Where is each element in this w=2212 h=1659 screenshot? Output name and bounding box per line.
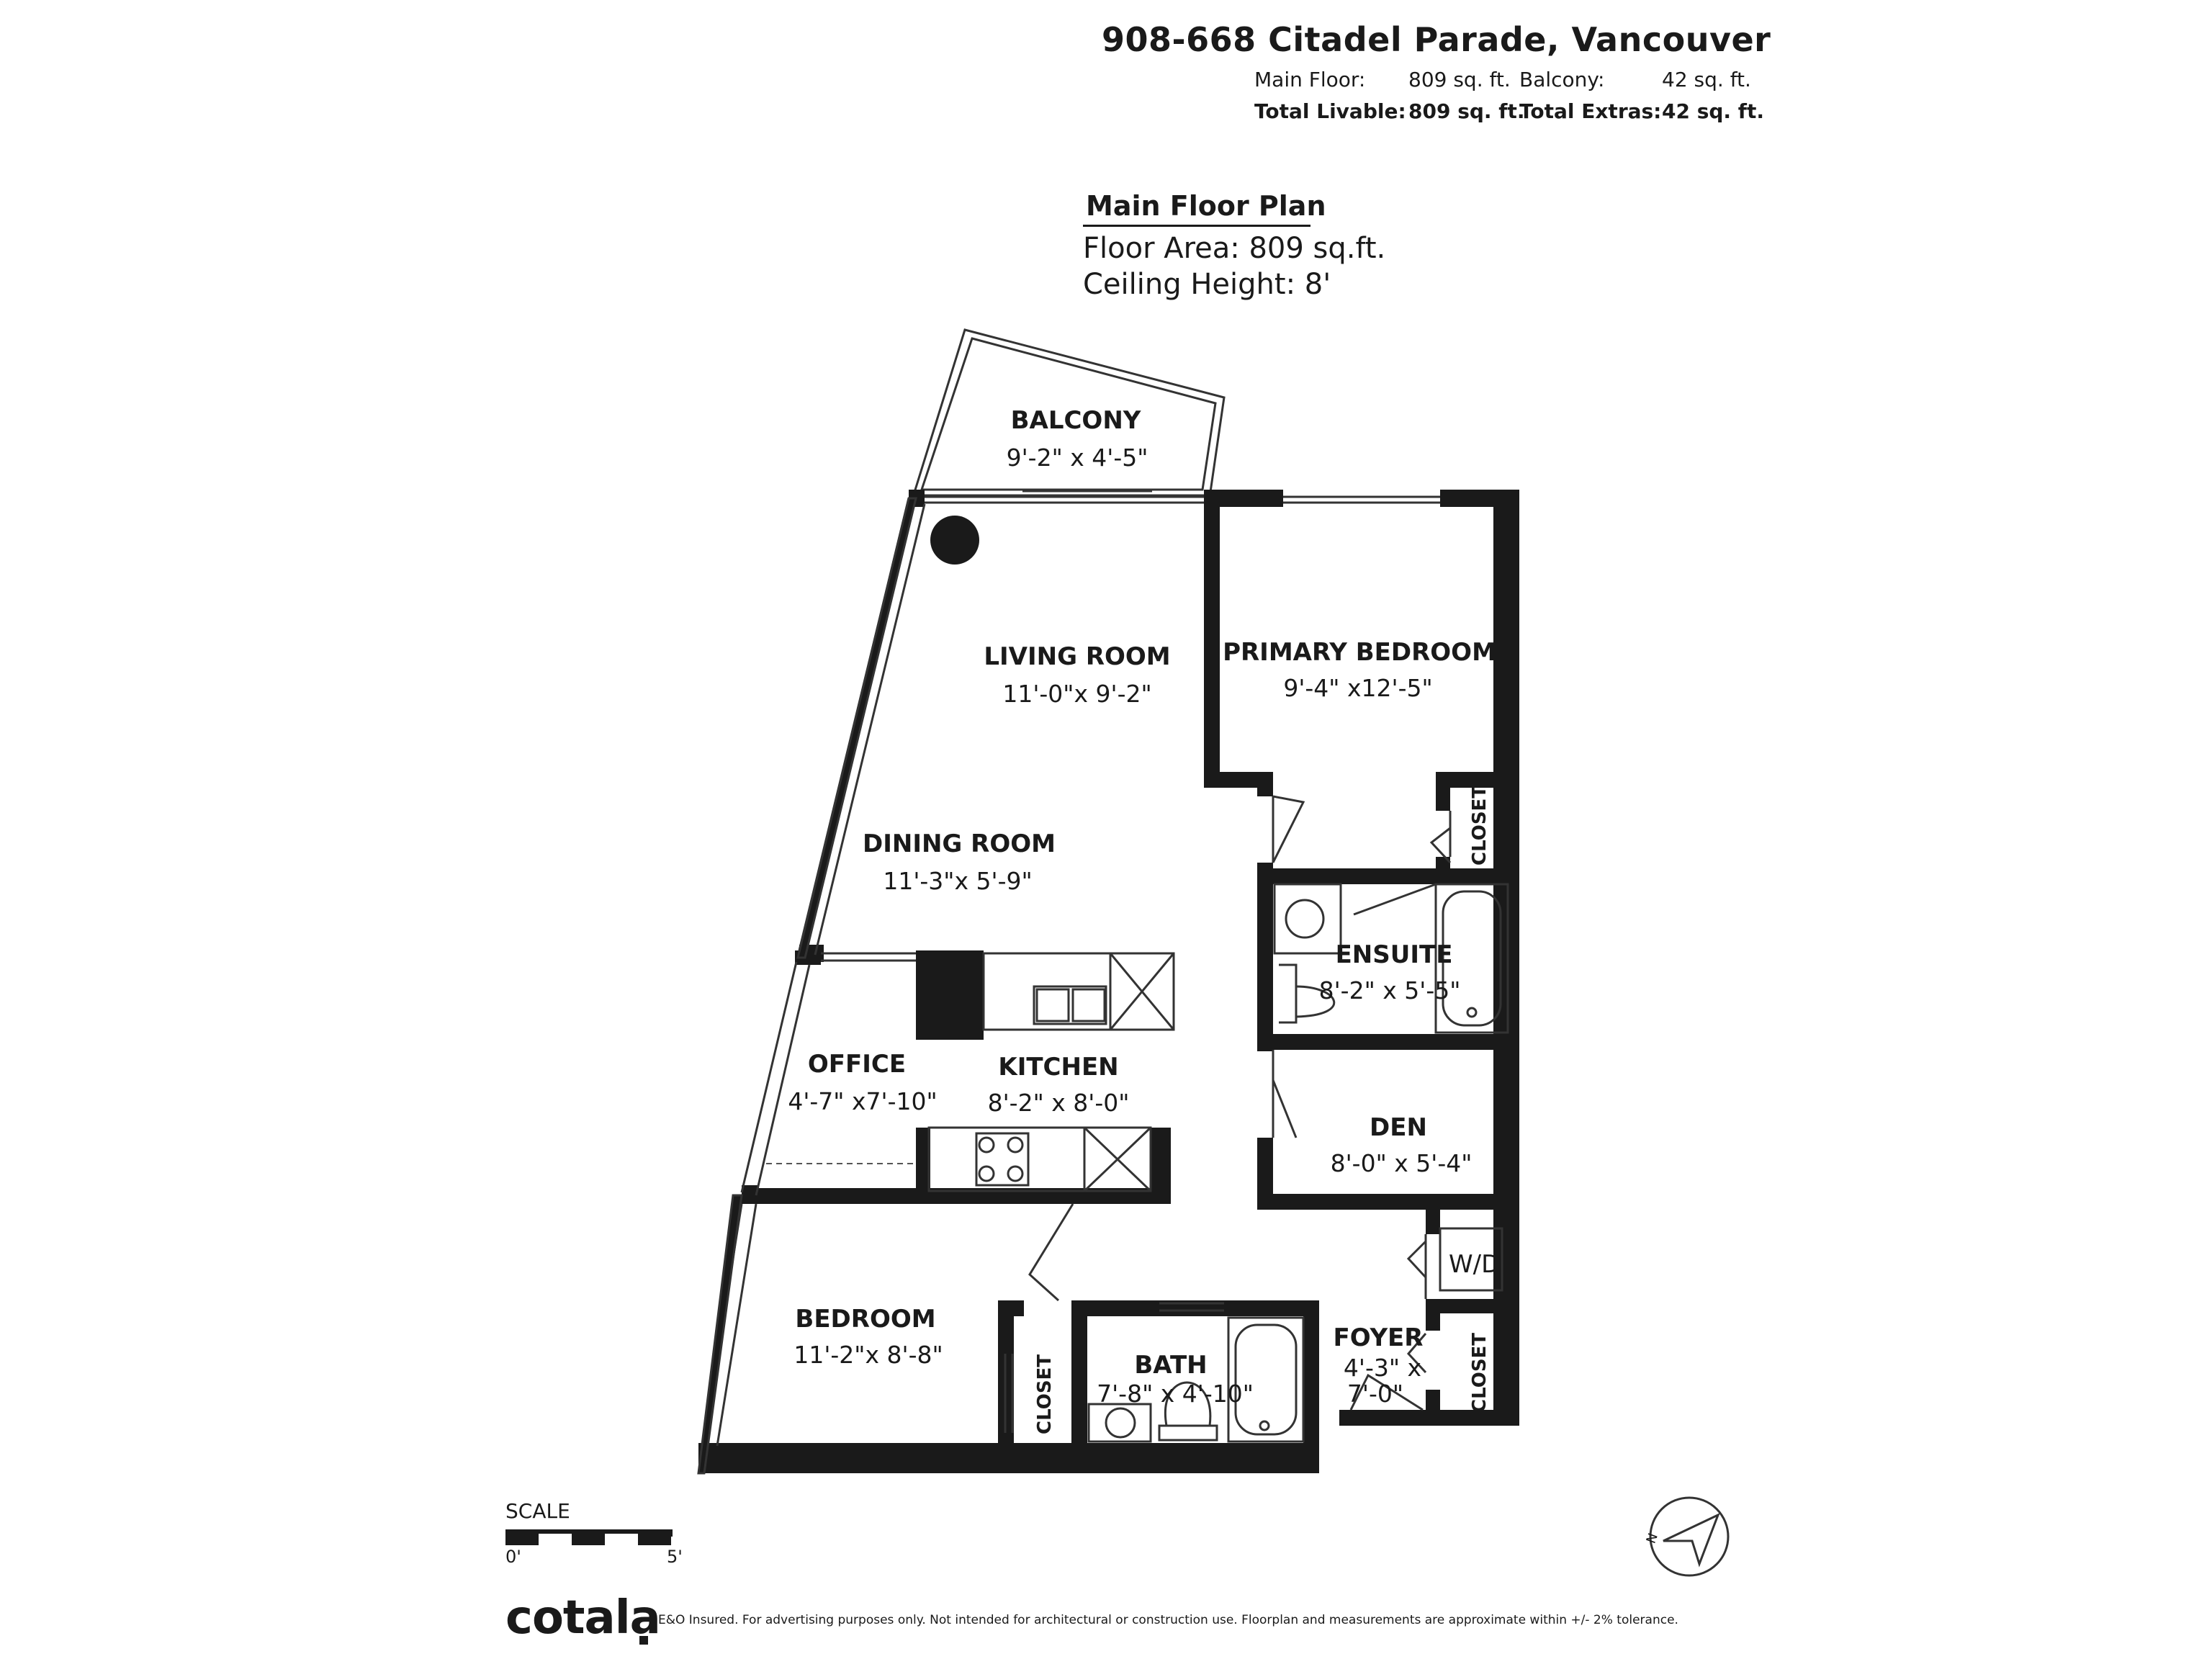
logo-mark-icon <box>639 1636 648 1645</box>
main-floor-value: 809 sq. ft. <box>1408 68 1511 91</box>
total-extras-label: Total Extras: <box>1519 99 1662 123</box>
balcony-area-value: 42 sq. ft. <box>1662 68 1751 91</box>
foyer-closet-label: CLOSET <box>1469 1332 1491 1413</box>
den-dims: 8'-0" x 5'-4" <box>1330 1149 1473 1177</box>
total-livable-value: 809 sq. ft. <box>1408 99 1525 123</box>
ensuite-dims: 8'-2" x 5'-5" <box>1318 976 1461 1004</box>
scale-end: 5' <box>667 1547 683 1567</box>
foyer-dims-line2: 7'-0" <box>1346 1380 1404 1408</box>
primary-bedroom-name: PRIMARY BEDROOM <box>1223 638 1496 667</box>
dining-room-name: DINING ROOM <box>863 830 1056 858</box>
closet-doors <box>1004 1354 1014 1433</box>
walls <box>698 490 1519 1473</box>
north-compass-icon <box>1649 1496 1730 1577</box>
total-extras-value: 42 sq. ft. <box>1662 99 1765 123</box>
balcony-area-label: Balcony: <box>1519 68 1605 91</box>
foyer-dims-line1: 4'-3" x <box>1343 1354 1422 1382</box>
floor-area: Floor Area: 809 sq.ft. <box>1083 232 1386 265</box>
brand-logo: cotala <box>505 1591 661 1645</box>
dining-room-dims: 11'-3"x 5'-9" <box>883 867 1033 895</box>
bath-name: BATH <box>1134 1351 1208 1380</box>
door-swings <box>1028 795 1452 1411</box>
office-dims: 4'-7" x7'-10" <box>788 1087 938 1115</box>
foyer-name: FOYER <box>1333 1323 1424 1352</box>
scale-start: 0' <box>505 1547 521 1567</box>
bedroom-name: BEDROOM <box>795 1305 936 1334</box>
den-name: DEN <box>1370 1113 1427 1142</box>
scale-bar <box>505 1529 673 1545</box>
living-room-name: LIVING ROOM <box>984 642 1171 671</box>
kitchen-dims: 8'-2" x 8'-0" <box>987 1089 1130 1117</box>
total-livable-label: Total Livable: <box>1254 99 1406 123</box>
bedroom-closet-label: CLOSET <box>1034 1354 1056 1434</box>
ensuite-name: ENSUITE <box>1335 940 1453 969</box>
disclaimer: E&O Insured. For advertising purposes on… <box>658 1613 1678 1627</box>
ensuite-fixtures <box>1273 883 1509 1034</box>
structural-column <box>930 516 979 565</box>
primary-bedroom-dims: 9'-4" x12'-5" <box>1283 674 1433 702</box>
washer-dryer-unit <box>1439 1227 1503 1292</box>
bath-fixtures <box>1087 1302 1305 1443</box>
bedroom-dims: 11'-2"x 8'-8" <box>793 1341 943 1369</box>
windows <box>821 490 1440 962</box>
kitchen-name: KITCHEN <box>998 1053 1119 1082</box>
scale-label: SCALE <box>505 1499 570 1523</box>
balcony-name: BALCONY <box>1010 406 1141 435</box>
plan-title-underline <box>1083 225 1310 227</box>
kitchen-fixtures <box>927 952 1175 1192</box>
washer-dryer-label: W/D <box>1449 1250 1501 1279</box>
primary-closet-label: CLOSET <box>1469 785 1491 866</box>
main-floor-label: Main Floor: <box>1254 68 1366 91</box>
listing-address: 908-668 Citadel Parade, Vancouver <box>1102 20 1771 59</box>
balcony-dims: 9'-2" x 4'-5" <box>1006 444 1148 472</box>
plan-title: Main Floor Plan <box>1086 190 1326 222</box>
exterior-window-wall <box>697 497 926 1475</box>
bath-dims: 7'-8" x 4'-10" <box>1097 1380 1254 1408</box>
living-room-dims: 11'-0"x 9'-2" <box>1002 680 1152 708</box>
office-name: OFFICE <box>807 1050 907 1079</box>
ceiling-height: Ceiling Height: 8' <box>1083 268 1331 301</box>
